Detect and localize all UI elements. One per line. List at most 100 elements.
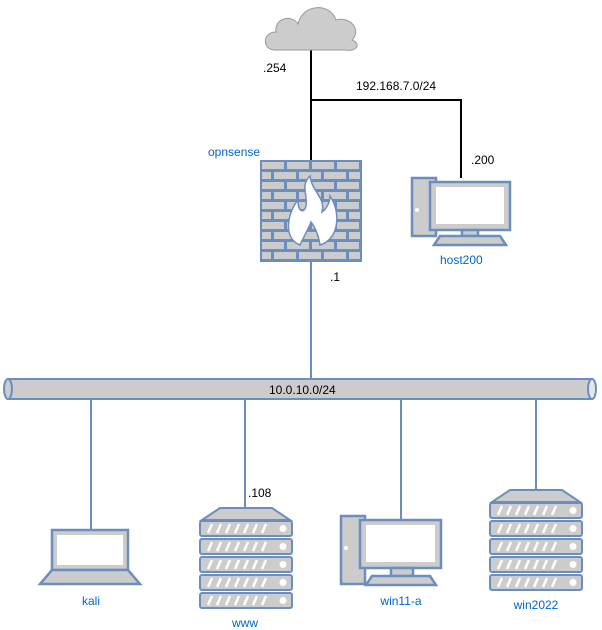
status-led — [279, 543, 287, 550]
status-led — [569, 543, 577, 550]
brick — [349, 252, 360, 259]
vent-slot — [514, 559, 522, 570]
vent-slot — [224, 541, 232, 552]
vent-slot — [215, 577, 223, 588]
vent-slot — [523, 559, 531, 570]
vent-slot — [242, 541, 250, 552]
brick — [299, 252, 321, 259]
brick — [312, 242, 334, 249]
brick — [262, 232, 271, 239]
server-icon[interactable] — [198, 507, 294, 609]
desktop-pc-icon[interactable] — [339, 514, 443, 587]
link-host200 — [311, 99, 462, 178]
laptop-icon[interactable] — [37, 528, 143, 586]
www-name-label: www — [231, 616, 258, 630]
firewall-name-label: opnsense — [208, 145, 260, 159]
www-ip-label: .108 — [248, 486, 272, 500]
vent-slot — [251, 577, 259, 588]
vent-slot — [242, 595, 250, 606]
vent-slot — [505, 541, 513, 552]
status-led — [569, 579, 577, 586]
vent-slot — [523, 505, 531, 516]
brick — [262, 172, 271, 179]
vent-slot — [242, 523, 250, 534]
vent-slot — [496, 541, 504, 552]
vent-slot — [541, 541, 549, 552]
vent-slot — [523, 577, 531, 588]
vent-slot — [532, 559, 540, 570]
vent-slot — [251, 523, 259, 534]
brick — [262, 252, 271, 259]
vent-slot — [523, 523, 531, 534]
vent-slot — [505, 523, 513, 534]
brick — [274, 192, 296, 199]
vent-slot — [224, 559, 232, 570]
brick — [349, 192, 360, 199]
vent-slot — [260, 595, 268, 606]
vent-slot — [206, 559, 214, 570]
status-led — [569, 507, 577, 514]
vent-slot — [496, 523, 504, 534]
server-top — [198, 507, 294, 521]
brick — [262, 162, 284, 169]
status-led — [279, 579, 287, 586]
vent-slot — [550, 559, 558, 570]
brick — [324, 172, 346, 179]
desktop-pc-icon[interactable] — [410, 176, 512, 247]
status-led — [569, 561, 577, 568]
vent-slot — [523, 541, 531, 552]
brick — [312, 182, 334, 189]
lan-links — [90, 262, 537, 530]
vent-slot — [251, 541, 259, 552]
vent-slot — [541, 577, 549, 588]
brick — [324, 232, 346, 239]
vent-slot — [260, 577, 268, 588]
brick — [324, 192, 346, 199]
brick — [274, 212, 296, 219]
vent-slot — [532, 505, 540, 516]
win11-name-label: win11-a — [379, 594, 421, 608]
vent-slot — [224, 523, 232, 534]
vent-slot — [233, 523, 241, 534]
vent-slot — [514, 577, 522, 588]
vent-slot — [532, 577, 540, 588]
vent-slot — [206, 523, 214, 534]
vent-slot — [514, 541, 522, 552]
vent-slot — [215, 559, 223, 570]
wan-links — [310, 50, 462, 178]
brick — [262, 202, 284, 209]
vent-slot — [260, 523, 268, 534]
brick — [262, 242, 284, 249]
firewall-lan-ip-label: .1 — [330, 270, 340, 284]
vent-slot — [496, 577, 504, 588]
vent-slot — [215, 541, 223, 552]
vent-slot — [233, 541, 241, 552]
brick — [274, 172, 296, 179]
vent-slot — [532, 523, 540, 534]
server-icon[interactable] — [488, 489, 584, 591]
vent-slot — [532, 541, 540, 552]
vent-slot — [242, 577, 250, 588]
host200-ip-label: .200 — [471, 153, 495, 167]
vent-slot — [233, 595, 241, 606]
brick — [274, 232, 296, 239]
flame-icon — [287, 174, 338, 246]
brick — [337, 222, 359, 229]
vent-slot — [251, 595, 259, 606]
brick — [262, 222, 284, 229]
brick — [337, 162, 359, 169]
vent-slot — [541, 559, 549, 570]
vent-slot — [505, 559, 513, 570]
vent-slot — [550, 577, 558, 588]
vent-slot — [496, 559, 504, 570]
lan-bus — [3, 378, 597, 400]
kali-name-label: kali — [82, 594, 100, 608]
vent-slot — [224, 577, 232, 588]
brick — [312, 162, 334, 169]
brick — [349, 212, 360, 219]
brick — [349, 172, 360, 179]
firewall-icon[interactable] — [260, 160, 362, 262]
brick — [262, 182, 284, 189]
cloud-icon — [264, 7, 358, 51]
